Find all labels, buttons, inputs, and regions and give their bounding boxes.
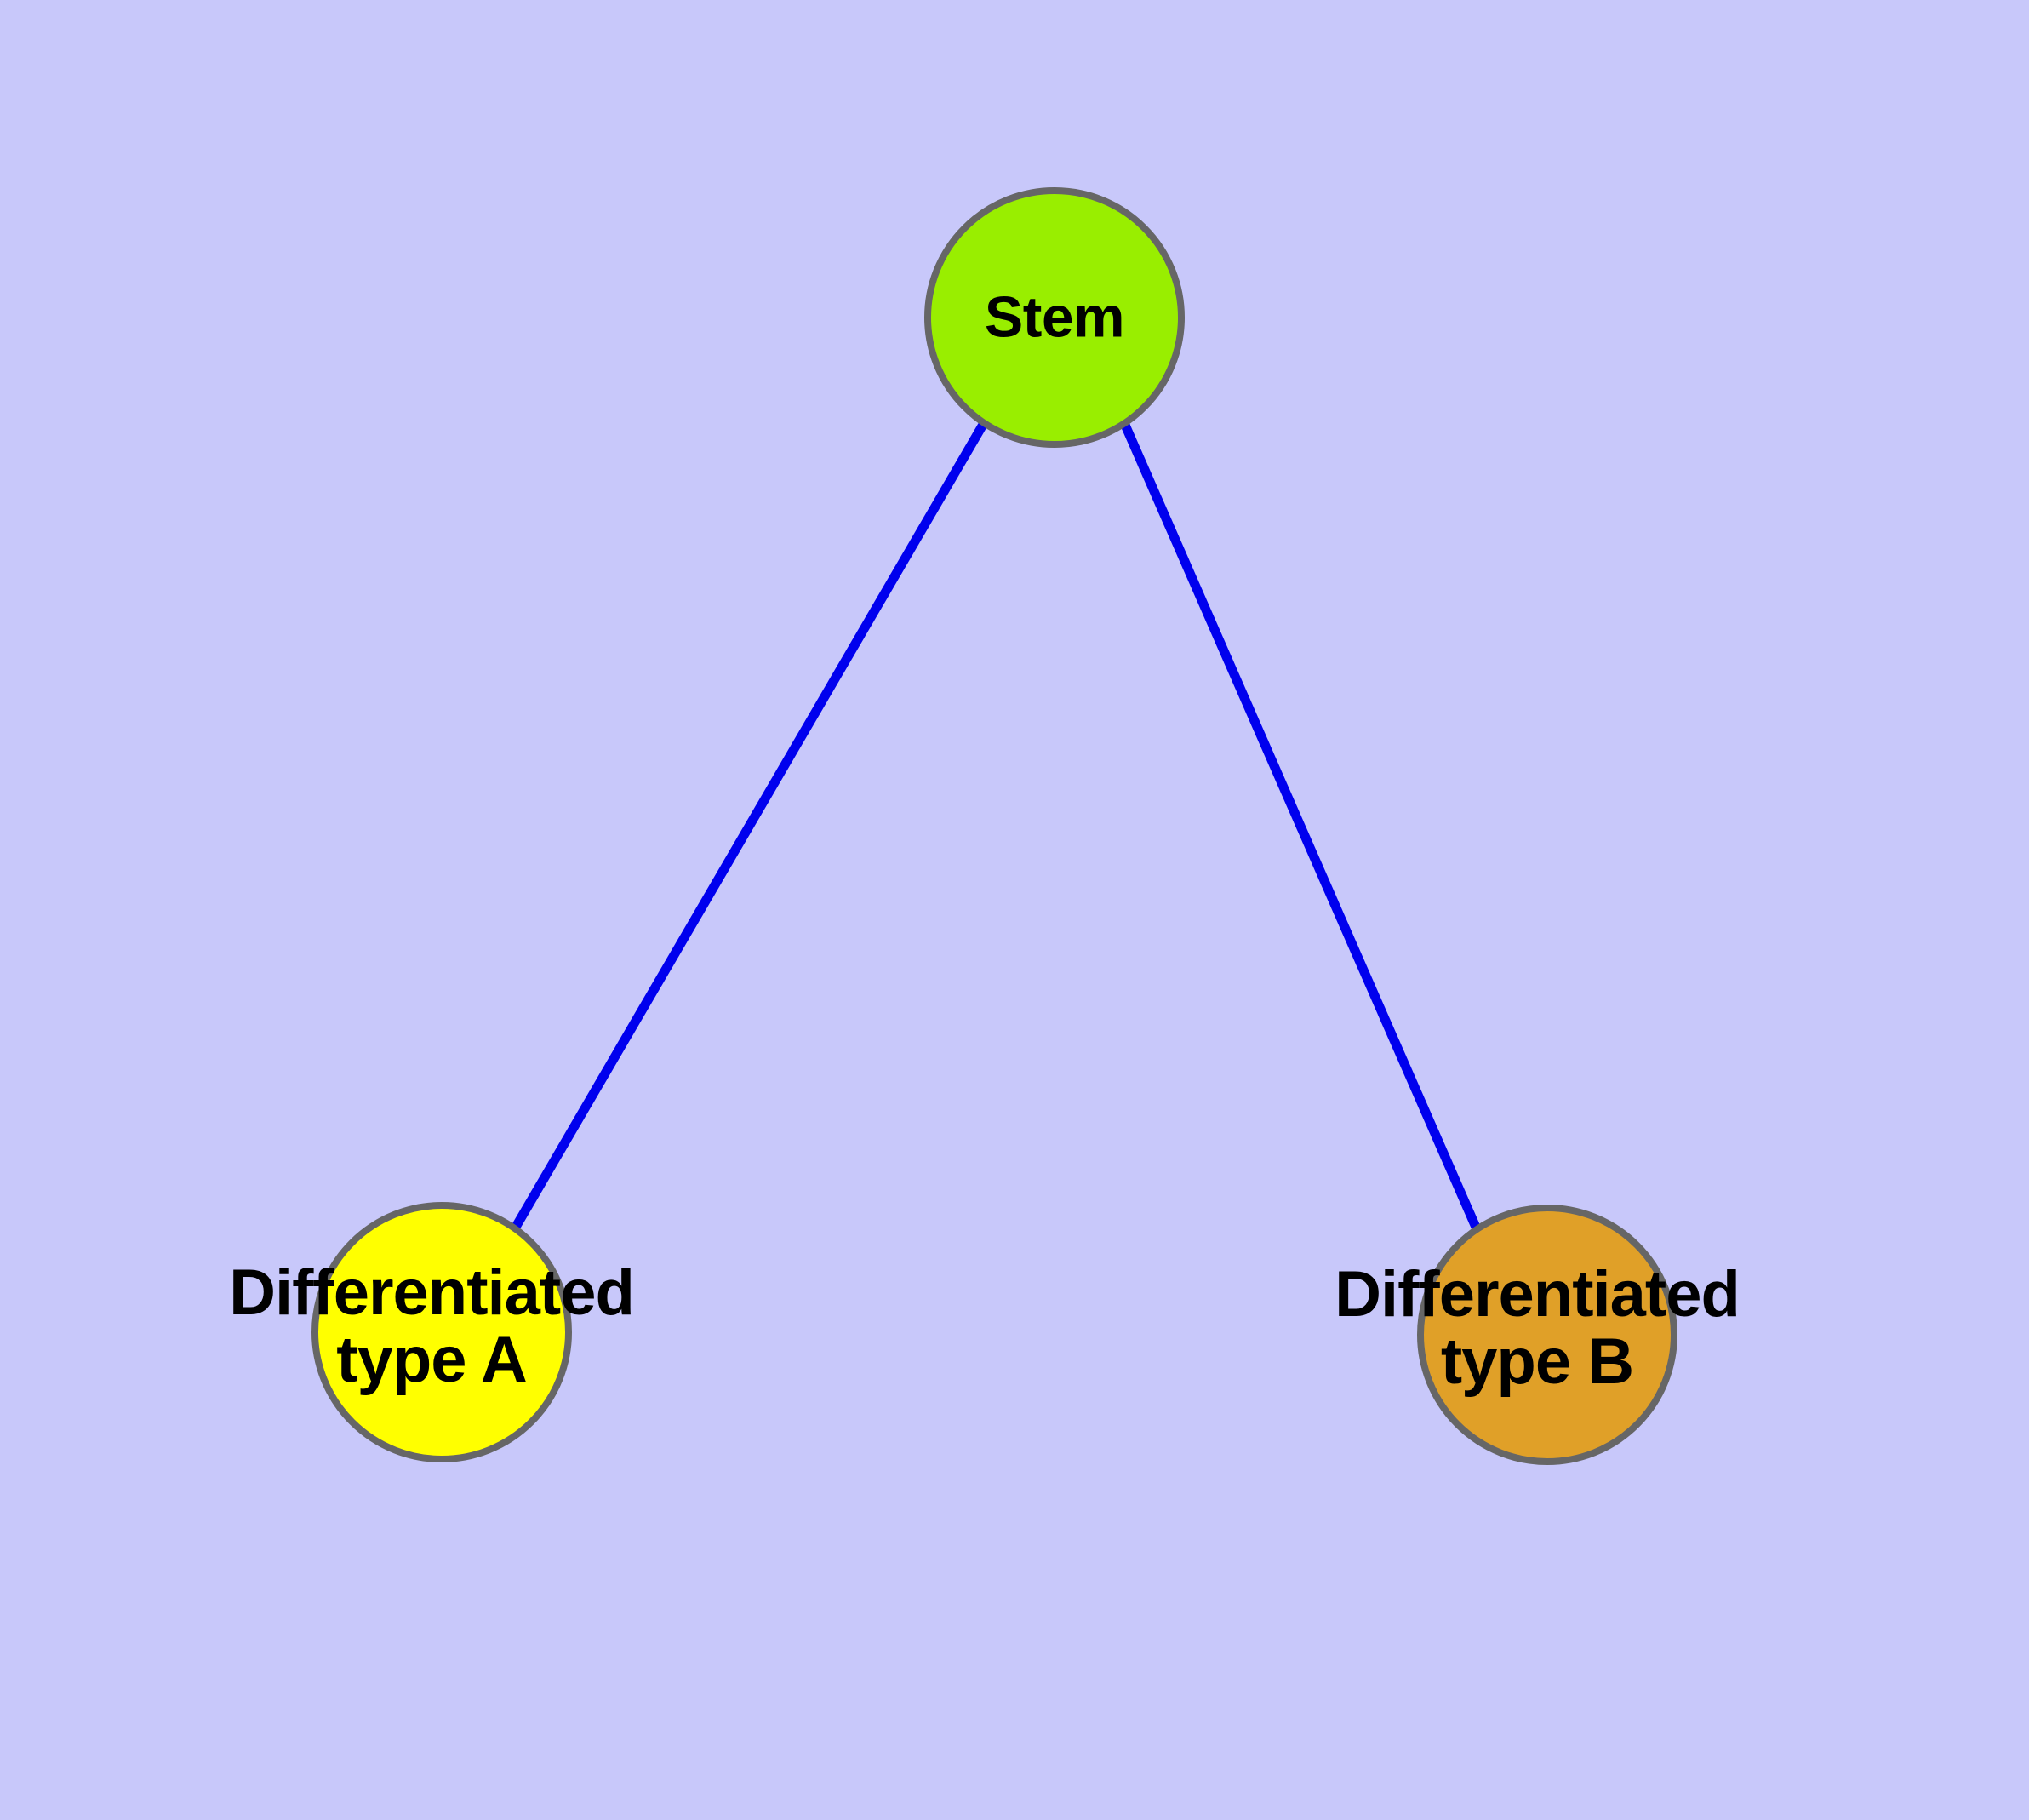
edge-layer: [511, 421, 1483, 1233]
node-differentiated-type-b-circle[interactable]: [1417, 1205, 1677, 1465]
node-stem-circle[interactable]: [924, 187, 1185, 448]
edge-stem-to-differentiated-type-b[interactable]: [1119, 421, 1483, 1233]
node-differentiated-type-a-circle[interactable]: [311, 1202, 572, 1462]
edge-stem-to-differentiated-type-a[interactable]: [511, 421, 988, 1231]
node-layer: [311, 187, 1677, 1465]
